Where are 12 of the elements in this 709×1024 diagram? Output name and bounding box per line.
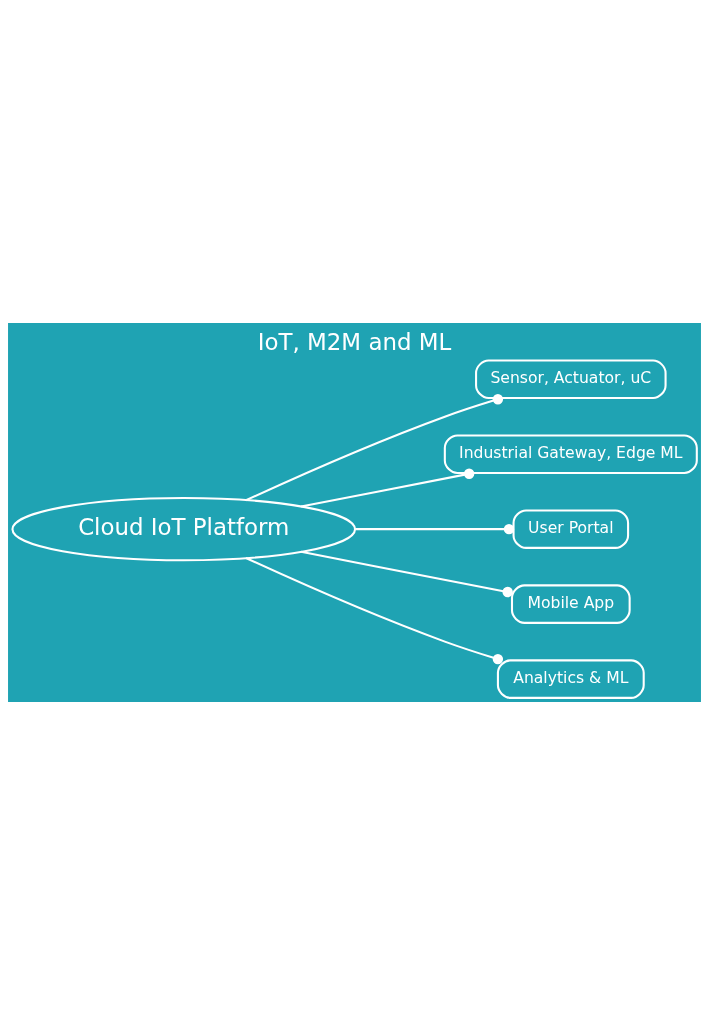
- connector: [245, 556, 504, 664]
- node-box: Sensor, Actuator, uC: [475, 358, 667, 399]
- connector: [300, 468, 475, 508]
- node-box: Industrial Gateway, Edge ML: [443, 433, 698, 474]
- connector: [300, 550, 513, 597]
- connector: [355, 523, 515, 534]
- node-box: Mobile App: [510, 583, 631, 624]
- node-box: Analytics & ML: [496, 658, 645, 699]
- connector: [245, 393, 504, 501]
- node-box: User Portal: [512, 508, 630, 549]
- diagram-title: IoT, M2M and ML: [257, 328, 452, 355]
- node-ellipse: Cloud IoT Platform: [11, 496, 357, 561]
